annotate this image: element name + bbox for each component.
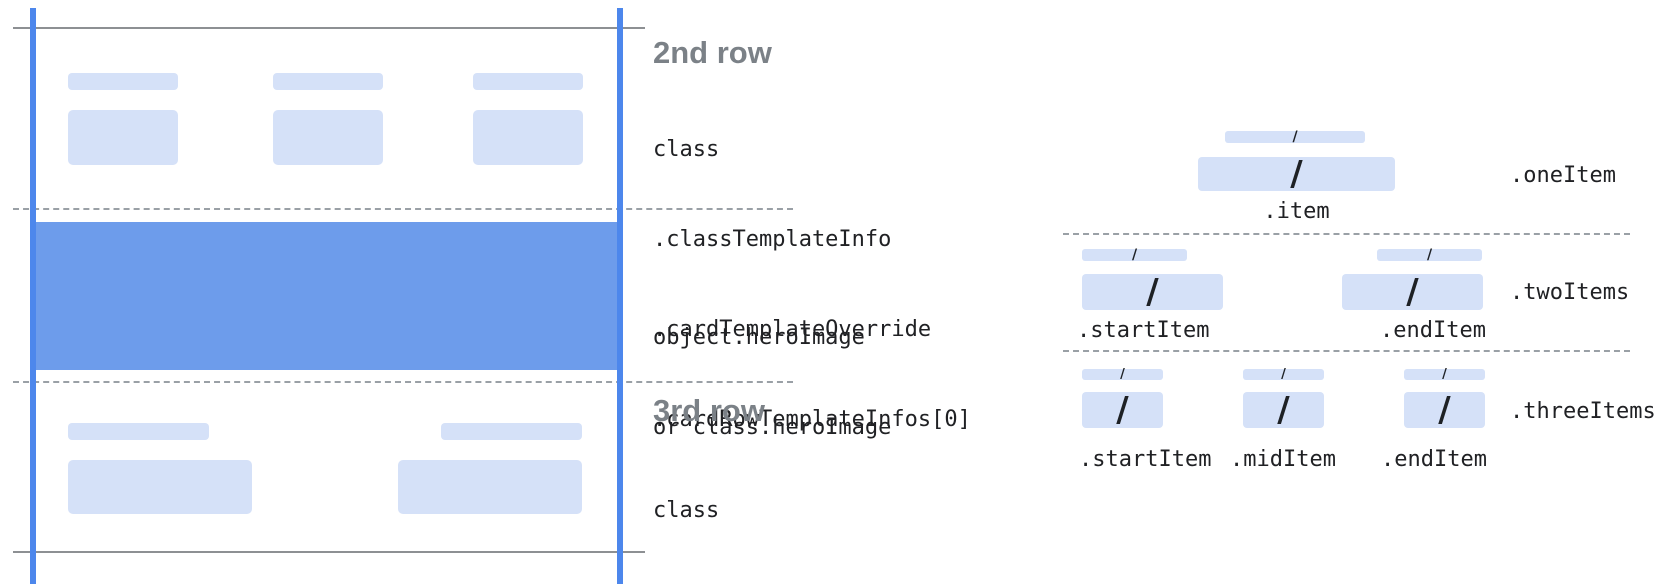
item-label: .item — [1263, 199, 1330, 224]
slash-glyph: / — [1442, 367, 1447, 382]
row3-class-path: class .classTemplateInfo .cardTemplateOv… — [653, 436, 971, 584]
item-label: .startItem — [1079, 447, 1212, 472]
right-guide-line — [617, 8, 623, 584]
slash-glyph: / — [1120, 367, 1125, 382]
item-value-bar: / — [1243, 392, 1324, 428]
layout-name-label: .oneItem — [1510, 163, 1616, 188]
code-line: .cardTemplateOverride — [653, 317, 932, 342]
code-line: .cardRowTemplateInfos[0] — [653, 407, 971, 432]
item-label-bar: / — [1377, 247, 1482, 263]
row2-class-path: class .classTemplateInfo .cardTemplateOv… — [653, 75, 971, 495]
row2-item1-value-placeholder — [68, 110, 178, 165]
slash-glyph: / — [1438, 390, 1451, 430]
row2-item1-label-placeholder — [68, 73, 178, 90]
row2-hero-divider — [13, 208, 793, 210]
code-line: or class.heroImage — [653, 415, 892, 440]
code-line: .classTemplateInfo — [653, 227, 892, 252]
row2-item2-value-placeholder — [273, 110, 383, 165]
row3-start-label-placeholder — [68, 423, 209, 440]
hero-row3-divider — [13, 381, 793, 383]
slash-glyph: / — [1131, 247, 1138, 263]
code-line: class — [653, 137, 720, 162]
item-label: .endItem — [1380, 318, 1486, 343]
slash-glyph: / — [1292, 129, 1298, 145]
slash-glyph: / — [1277, 390, 1290, 430]
slash-glyph: / — [1426, 247, 1433, 263]
left-guide-line — [30, 8, 36, 584]
item-value-bar: / — [1082, 274, 1223, 310]
slash-glyph: / — [1290, 154, 1303, 194]
item-label: .startItem — [1077, 318, 1210, 343]
layout-name-label: .threeItems — [1510, 399, 1656, 424]
layout-divider-1 — [1063, 233, 1630, 235]
card-top-border — [13, 27, 645, 29]
item-label-bar: / — [1243, 367, 1324, 382]
item-label: .midItem — [1230, 447, 1336, 472]
layout-name-label: .twoItems — [1510, 280, 1630, 305]
row2-item3-value-placeholder — [473, 110, 583, 165]
hero-image-path: object.heroImage or class.heroImage — [653, 263, 891, 503]
row2-item3-label-placeholder — [473, 73, 583, 90]
item-label-bar: / — [1082, 367, 1163, 382]
layout-divider-2 — [1063, 350, 1630, 352]
row3-start-value-placeholder — [68, 460, 252, 514]
item-value-bar: / — [1342, 274, 1483, 310]
slash-glyph: / — [1146, 272, 1159, 312]
item-value-bar: / — [1404, 392, 1485, 428]
slash-glyph: / — [1406, 272, 1419, 312]
row3-end-value-placeholder — [398, 460, 582, 514]
item-label-bar: / — [1225, 129, 1365, 145]
hero-image-band — [36, 222, 617, 370]
code-line: object.heroImage — [653, 325, 865, 350]
item-label: .endItem — [1381, 447, 1487, 472]
item-label-bar: / — [1082, 247, 1187, 263]
item-value-bar: / — [1082, 392, 1163, 428]
row2-item2-label-placeholder — [273, 73, 383, 90]
row2-heading: 2nd row — [653, 35, 772, 70]
row3-end-label-placeholder — [441, 423, 582, 440]
slash-glyph: / — [1116, 390, 1129, 430]
code-line: class — [653, 498, 720, 523]
slash-glyph: / — [1281, 367, 1286, 382]
item-label-bar: / — [1404, 367, 1485, 382]
card-bottom-border — [13, 551, 645, 553]
row3-heading: 3rd row — [653, 393, 765, 428]
item-value-bar: / — [1198, 157, 1395, 191]
